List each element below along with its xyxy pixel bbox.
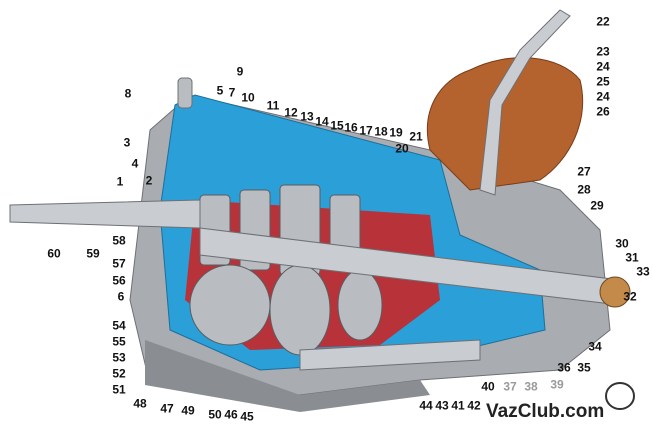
countershaft — [299, 339, 481, 371]
callout-label: 22 — [596, 14, 610, 29]
callout-label: 15 — [330, 118, 344, 133]
callout-label: 48 — [133, 396, 147, 411]
callout-label: 3 — [123, 135, 131, 150]
callout-label: 24 — [596, 89, 610, 104]
callout-label: 24 — [596, 59, 610, 74]
callout-label: 21 — [409, 129, 423, 144]
watermark: VazClub.com — [486, 401, 605, 422]
callout-label: 54 — [112, 318, 126, 333]
callout-label: 57 — [112, 256, 126, 271]
callout-label: 8 — [124, 86, 132, 101]
callout-label: 45 — [240, 409, 254, 424]
callout-label: 38 — [524, 379, 538, 394]
callout-label: 35 — [577, 360, 591, 375]
callout-label: 50 — [208, 407, 222, 422]
callout-label: 40 — [481, 379, 495, 394]
callout-label: 47 — [160, 401, 174, 416]
callout-label: 41 — [451, 398, 465, 413]
callout-label: 13 — [300, 109, 314, 124]
callout-label: 9 — [236, 64, 244, 79]
callout-label: 2 — [145, 173, 153, 188]
callout-label: 36 — [557, 360, 571, 375]
callout-label: 60 — [47, 246, 61, 261]
callout-label: 23 — [596, 44, 610, 59]
callout-label: 39 — [550, 377, 564, 392]
callout-label: 20 — [395, 141, 409, 156]
gearshift-boot — [426, 57, 584, 191]
callout-label: 31 — [625, 250, 639, 265]
callout-label: 10 — [241, 90, 255, 105]
car-logo-icon — [605, 382, 635, 410]
input-shaft — [9, 199, 201, 229]
callout-label: 43 — [435, 398, 449, 413]
callout-label: 25 — [596, 74, 610, 89]
callout-label: 11 — [266, 98, 280, 113]
callout-label: 29 — [590, 198, 604, 213]
callout-label: 33 — [636, 264, 650, 279]
callout-label: 42 — [467, 398, 481, 413]
callout-label: 28 — [577, 182, 591, 197]
callout-label: 55 — [112, 334, 126, 349]
callout-label: 7 — [228, 85, 236, 100]
callout-label: 34 — [588, 339, 602, 354]
callout-label: 58 — [112, 233, 126, 248]
callout-label: 27 — [577, 164, 591, 179]
callout-label: 18 — [374, 124, 388, 139]
callout-label: 12 — [284, 105, 298, 120]
gearshift-lever — [479, 9, 571, 196]
callout-label: 5 — [216, 83, 224, 98]
callout-label: 56 — [112, 273, 126, 288]
callout-label: 4 — [131, 156, 139, 171]
callout-label: 49 — [181, 403, 195, 418]
callout-label: 44 — [419, 398, 433, 413]
callout-label: 30 — [615, 236, 629, 251]
callout-label: 6 — [117, 289, 125, 304]
callout-label: 52 — [112, 366, 126, 381]
breather — [177, 77, 193, 109]
callout-label: 37 — [503, 379, 517, 394]
output-flange — [599, 276, 631, 308]
callout-label: 26 — [596, 104, 610, 119]
callout-label: 17 — [359, 123, 373, 138]
callout-label: 14 — [315, 114, 329, 129]
callout-label: 1 — [116, 174, 124, 189]
callout-label: 19 — [389, 125, 403, 140]
callout-label: 51 — [112, 382, 126, 397]
callout-label: 53 — [112, 350, 126, 365]
callout-label: 46 — [224, 407, 238, 422]
callout-label: 16 — [344, 120, 358, 135]
casing-bottom — [145, 340, 430, 412]
callout-label: 59 — [86, 246, 100, 261]
callout-label: 32 — [623, 289, 637, 304]
